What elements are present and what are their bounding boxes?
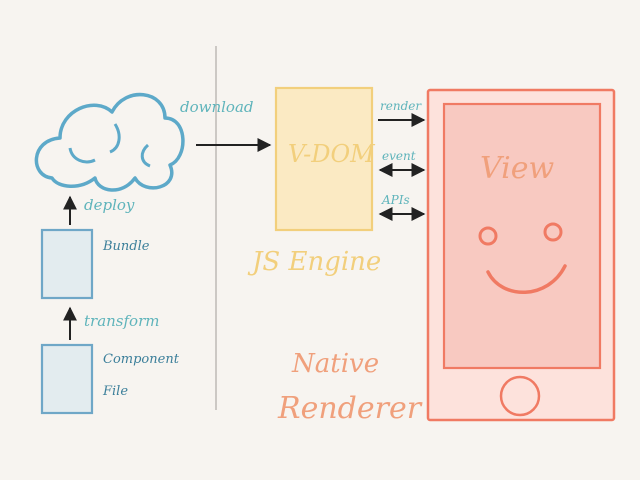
component-file-box [40,343,94,415]
transform-label: transform [84,312,159,330]
cloud-icon [34,93,185,192]
component-label-line2: File [102,384,128,399]
vdom-label: V-DOM [288,140,376,168]
smiley-face-icon [478,222,567,295]
bundle-label: Bundle [102,239,150,254]
phone-screen [442,102,602,370]
js-engine-label: JS Engine [247,247,381,277]
event-label: event [382,149,416,163]
apis-label: APIs [381,193,410,207]
download-label: download [180,98,254,116]
vdom-box [274,86,374,232]
home-button-icon [499,375,541,417]
component-label-line1: Component [103,352,180,367]
renderer-label: Renderer [277,391,423,426]
deploy-label: deploy [84,196,135,214]
view-label: View [480,151,554,186]
native-label: Native [291,349,379,379]
bundle-box [40,228,94,300]
render-label: render [380,99,422,113]
